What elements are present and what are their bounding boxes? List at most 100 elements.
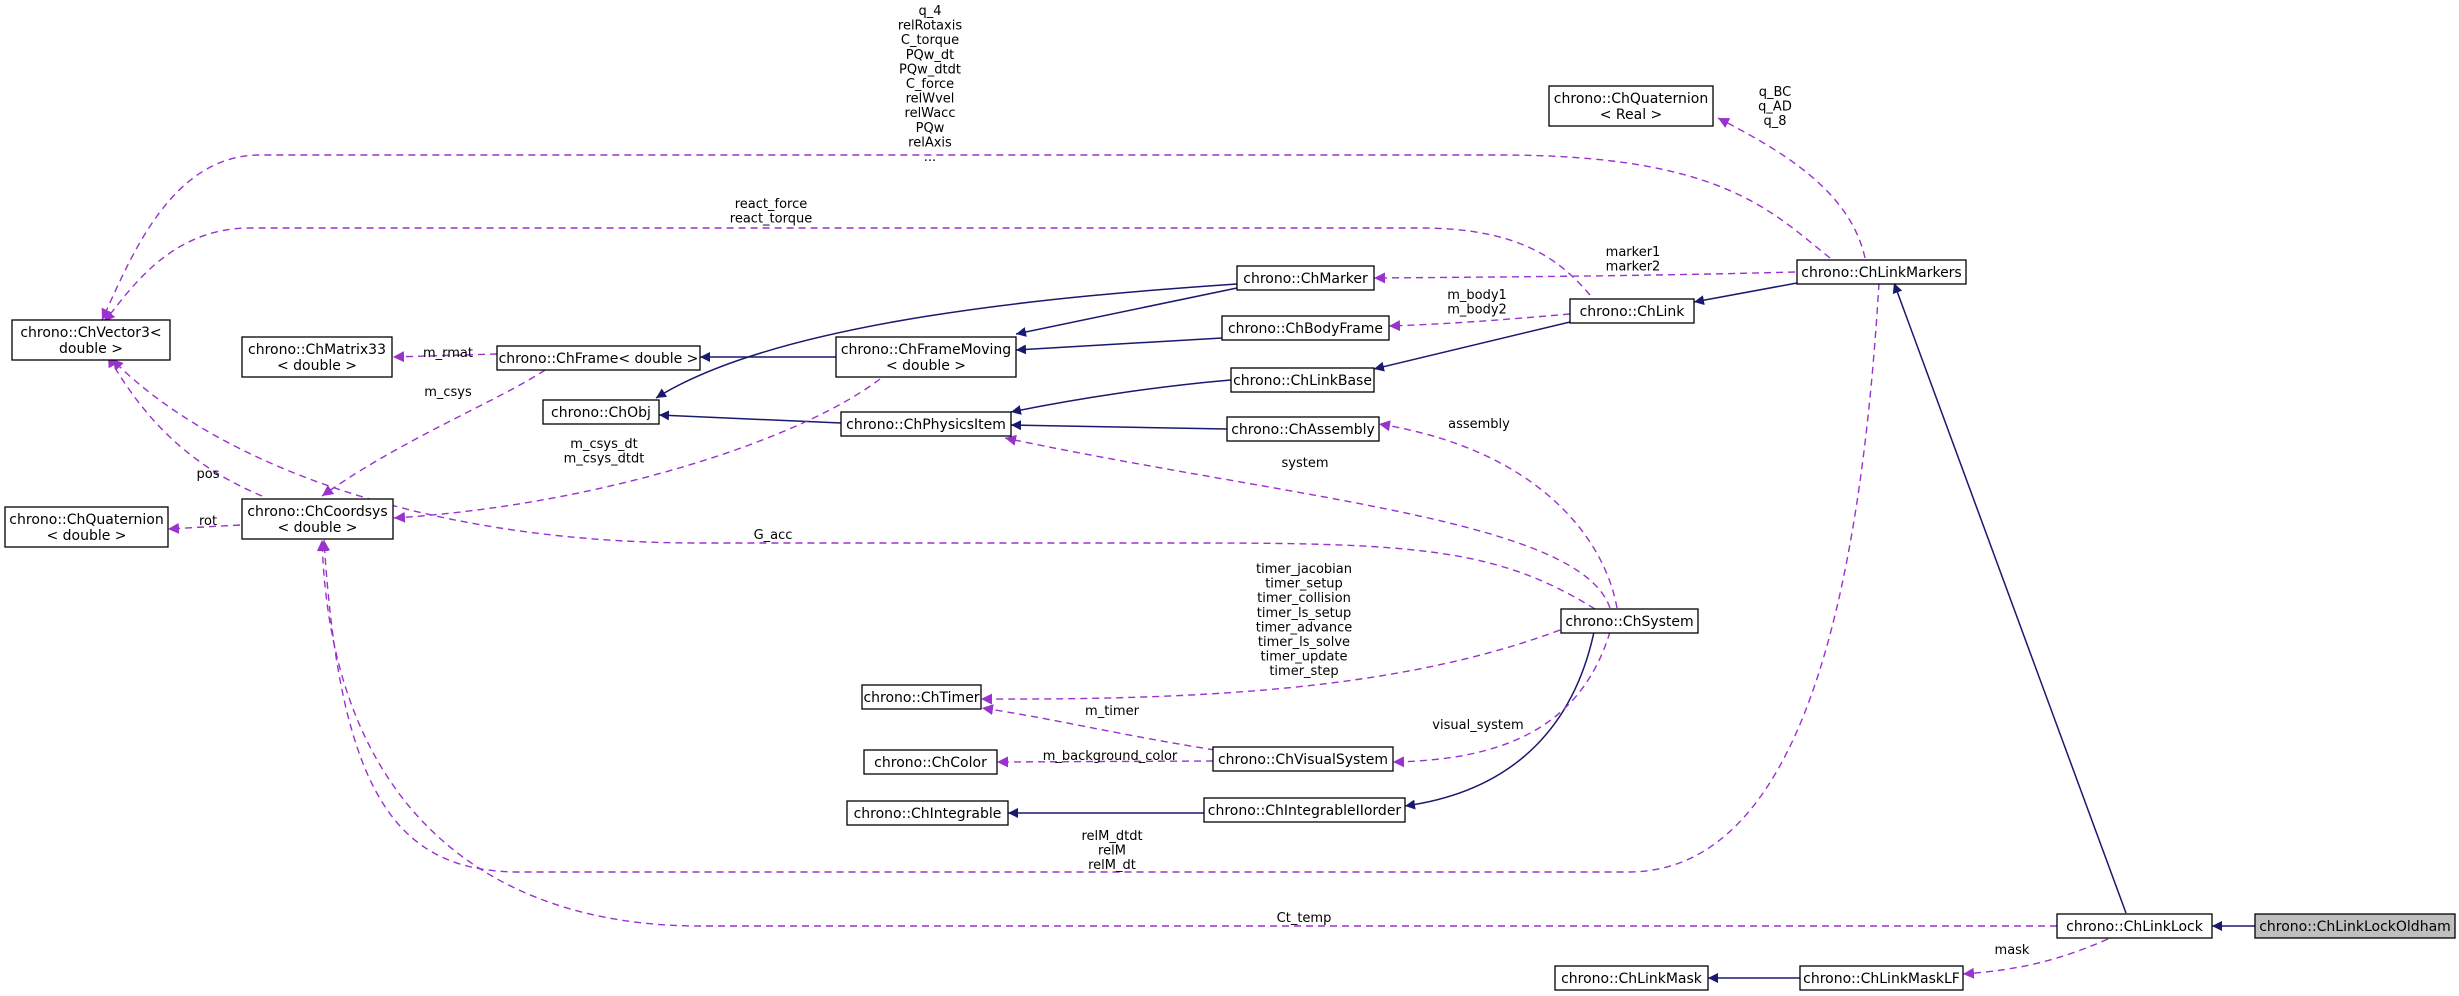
label-mask: mask: [1995, 943, 2030, 958]
node-chlinklock[interactable]: chrono::ChLinkLock: [2056, 913, 2213, 939]
edge-label-line: Ct_temp: [1277, 911, 1332, 926]
node-label: chrono::ChBodyFrame: [1228, 321, 1383, 337]
node-label: chrono::ChAssembly: [1231, 422, 1375, 438]
node-label: chrono::ChQuaternion: [9, 512, 163, 528]
edge-linklock-to-masklf: [1962, 938, 2109, 979]
edge-frame-to-coordsys: [321, 369, 546, 497]
node-chquaternion-double[interactable]: chrono::ChQuaternion< double >: [4, 506, 169, 548]
edge-link-to-bodyframe: [1388, 313, 1571, 332]
edge-label-line: m_timer: [1085, 704, 1140, 719]
node-label: double >: [59, 341, 123, 357]
node-label: chrono::ChSystem: [1565, 614, 1693, 630]
node-label: < double >: [886, 358, 966, 374]
node-chframemoving[interactable]: chrono::ChFrameMoving< double >: [835, 336, 1017, 378]
node-chintegrableiiorder[interactable]: chrono::ChIntegrableIIorder: [1203, 797, 1406, 823]
node-chmatrix33[interactable]: chrono::ChMatrix33< double >: [241, 336, 393, 378]
node-box: [846, 800, 1009, 826]
edge-bodyframe-to-framemoving: [1015, 337, 1223, 355]
label-rot: rot: [199, 514, 217, 529]
edge-linkmarkers-to-vector-fields: [101, 154, 1831, 321]
node-box: [1236, 265, 1375, 291]
edge-label-line: ...: [924, 150, 936, 165]
edge-label-line: mask: [1995, 943, 2030, 958]
node-box: [1796, 259, 1967, 285]
label-background-color: m_background_color: [1043, 749, 1178, 764]
node-label: chrono::ChPhysicsItem: [846, 417, 1006, 433]
association-edges: [101, 117, 2109, 979]
node-chvector3[interactable]: chrono::ChVector3<double >: [11, 319, 171, 361]
node-chlinklockoldham[interactable]: chrono::ChLinkLockOldham: [2254, 913, 2456, 939]
node-chvisualsystem[interactable]: chrono::ChVisualSystem: [1212, 746, 1394, 772]
edge-system-to-timer: [980, 629, 1561, 705]
edge-label-line: q_4: [918, 4, 941, 19]
node-chlinkmarkers[interactable]: chrono::ChLinkMarkers: [1796, 259, 1967, 285]
node-chquaternion-real[interactable]: chrono::ChQuaternion< Real >: [1548, 85, 1714, 127]
edge-label-line: relRotaxis: [898, 19, 962, 34]
node-label: chrono::ChLink: [1580, 304, 1686, 320]
edge-linklock-to-coordsys-cttemp: [316, 539, 2057, 927]
edge-system-to-assembly: [1378, 420, 1618, 609]
node-label: < double >: [277, 358, 357, 374]
node-chframe[interactable]: chrono::ChFrame< double >: [496, 345, 701, 371]
node-chtimer[interactable]: chrono::ChTimer: [861, 684, 982, 710]
edge-coordsys-to-quaternion-double: [167, 522, 241, 534]
edge-label-line: PQw_dtdt: [899, 62, 961, 77]
node-label: chrono::ChVisualSystem: [1218, 752, 1388, 768]
node-label: chrono::ChLinkMarkers: [1801, 265, 1961, 281]
label-csys: m_csys: [424, 385, 472, 400]
edge-label-line: timer_jacobian: [1256, 562, 1352, 577]
node-label: chrono::ChLinkMaskLF: [1803, 971, 1960, 987]
edge-linkmarkers-to-marker: [1373, 271, 1796, 284]
edge-label-line: q_AD: [1758, 100, 1792, 115]
label-g-acc: G_acc: [754, 528, 793, 543]
node-chcoordsys[interactable]: chrono::ChCoordsys< double >: [241, 498, 394, 540]
edge-label-line: m_body2: [1447, 303, 1507, 318]
node-chlink[interactable]: chrono::ChLink: [1569, 298, 1695, 324]
edge-visualsystem-to-timer: [981, 704, 1216, 751]
edge-label-line: q_BC: [1759, 85, 1792, 100]
edge-label-line: m_body1: [1447, 288, 1507, 303]
edge-label-line: G_acc: [754, 528, 793, 543]
node-label: chrono::ChLinkMask: [1561, 971, 1703, 987]
node-chbodyframe[interactable]: chrono::ChBodyFrame: [1221, 315, 1390, 341]
node-box: [1799, 965, 1964, 991]
edge-label-line: C_torque: [901, 33, 959, 48]
edge-system-to-integrableiiorder: [1404, 631, 1595, 810]
edge-label-line: pos: [197, 467, 220, 482]
node-label: chrono::ChIntegrableIIorder: [1208, 803, 1402, 819]
node-chlinkmask[interactable]: chrono::ChLinkMask: [1554, 965, 1709, 991]
edge-label-line: marker2: [1606, 260, 1661, 275]
edge-label-line: relWvel: [906, 92, 955, 107]
edge-label-line: m_csys_dtdt: [564, 452, 645, 467]
nodes: chrono::ChVector3<double > chrono::ChMat…: [4, 85, 2456, 991]
node-chassembly[interactable]: chrono::ChAssembly: [1226, 416, 1380, 442]
node-chlinkmasklf[interactable]: chrono::ChLinkMaskLF: [1799, 965, 1964, 991]
node-chmarker[interactable]: chrono::ChMarker: [1236, 265, 1375, 291]
node-box: [835, 336, 1017, 378]
node-label: < Real >: [1600, 107, 1663, 123]
node-box: [1560, 608, 1699, 634]
node-box: [1212, 746, 1394, 772]
edge-linklock-to-linkmarkers: [1892, 282, 2127, 914]
node-chphysicsitem[interactable]: chrono::ChPhysicsItem: [840, 411, 1012, 437]
edge-label-line: react_torque: [730, 212, 812, 227]
edge-label-line: assembly: [1448, 417, 1510, 432]
node-chobj[interactable]: chrono::ChObj: [542, 399, 660, 425]
edge-label-line: rot: [199, 514, 217, 529]
edge-linkbase-to-physicsitem: [1010, 379, 1232, 415]
edge-label-line: timer_collision: [1257, 591, 1351, 606]
node-box: [863, 749, 998, 775]
node-label: chrono::ChFrame< double >: [499, 351, 699, 367]
edge-system-to-vector-gacc: [111, 358, 1596, 610]
node-chsystem[interactable]: chrono::ChSystem: [1560, 608, 1699, 634]
edge-framemoving-to-coordsys: [393, 378, 881, 523]
node-chlinkbase[interactable]: chrono::ChLinkBase: [1230, 367, 1375, 393]
edge-label-line: timer_ls_setup: [1257, 606, 1351, 621]
node-chcolor[interactable]: chrono::ChColor: [863, 749, 998, 775]
label-linkmarkers-vector: q_4relRotaxisC_torquePQw_dtPQw_dtdtC_for…: [898, 4, 962, 165]
label-quaternion-real: q_BCq_ADq_8: [1758, 85, 1792, 129]
node-chintegrable[interactable]: chrono::ChIntegrable: [846, 800, 1009, 826]
